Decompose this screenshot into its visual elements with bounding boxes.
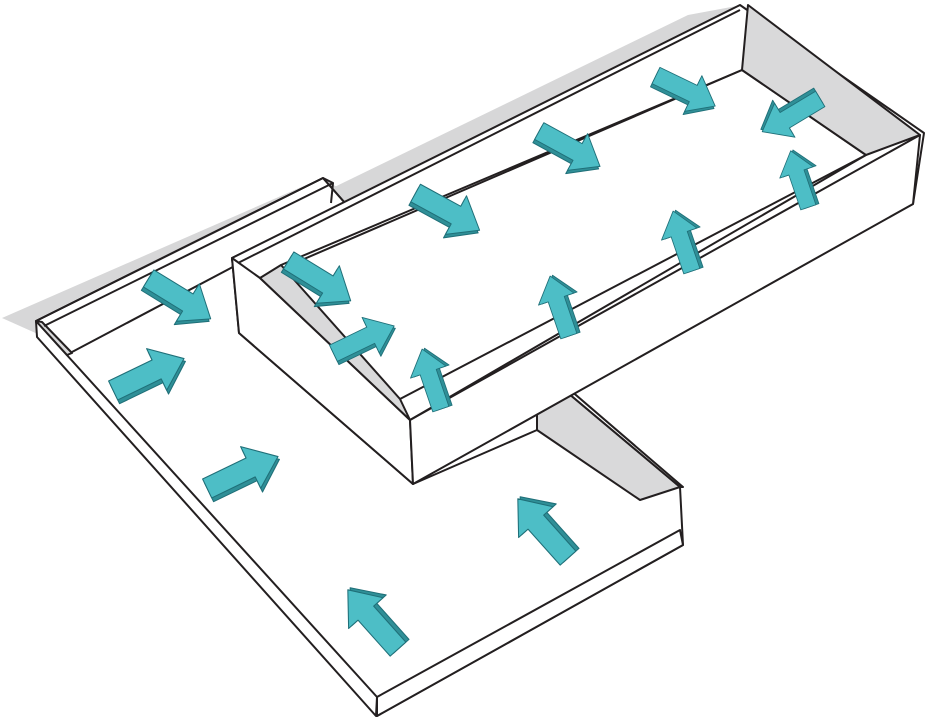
arrow-icon	[140, 269, 212, 326]
arrow-icon	[329, 316, 396, 366]
arrow-icon	[517, 496, 580, 566]
arrow-icon	[410, 347, 453, 413]
left-wing-back-top	[35, 177, 334, 327]
arrow-icon	[538, 274, 581, 340]
arrow-icon	[760, 87, 826, 138]
left-inner-wall	[35, 320, 73, 356]
arrow-icon	[650, 66, 716, 116]
bottom-wall-face	[376, 529, 684, 717]
arrow-icon	[661, 209, 704, 275]
arrow-group	[108, 66, 826, 657]
arrow-icon	[408, 183, 481, 239]
island-front-wall	[409, 134, 921, 485]
arrow-icon	[202, 446, 280, 503]
room-walls	[35, 4, 925, 717]
arrow-icon	[532, 122, 601, 175]
arrow-icon	[347, 587, 410, 657]
island-right-inner-wall	[741, 4, 921, 156]
arrow-icon	[779, 149, 820, 211]
arrow-icon	[280, 251, 352, 308]
arrow-icon	[108, 348, 186, 405]
